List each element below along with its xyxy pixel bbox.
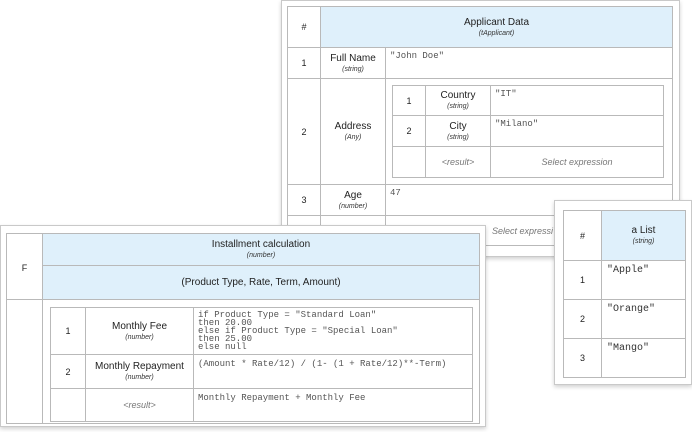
function-parameters[interactable]: (Product Type, Rate, Term, Amount) [42,265,480,300]
function-kind-label: F [21,262,28,273]
entry-type-label: (number) [125,374,154,381]
row-number: 1 [287,47,321,79]
a-list-type: (string) [632,238,655,245]
row-number: 2 [563,299,602,339]
entry-type-label: (string) [447,103,469,110]
entry-name-country[interactable]: Country (string) [425,85,491,116]
result-label: <result> [85,388,194,422]
city-expression[interactable]: "Milano" [490,115,664,147]
installment-title: Installment calculation [211,239,311,250]
applicant-data-type: (tApplicant) [478,29,515,37]
row-number: 1 [563,260,602,300]
empty-cell [6,299,43,424]
entry-name-label: City [449,120,467,132]
expression-line: else if Product Type = "Special Loan" [198,326,398,336]
context-entries-table: 1 Monthly Fee (number) if Product Type =… [50,307,473,422]
address-context-cell: 1 Country (string) "IT" 2 City (string) [384,78,674,185]
expression-line: then 20.00 [198,318,253,328]
country-expression[interactable]: "IT" [490,85,664,116]
full-name-expression[interactable]: "John Doe" [384,47,674,79]
applicant-data-title: Applicant Data [463,16,530,28]
entry-name-label: Age [344,189,362,201]
installment-function-table: F Installment calculation (number) (Prod… [6,233,480,424]
row-number: 3 [287,184,321,216]
applicant-data-panel: # Applicant Data (tApplicant) 1 Full Nam… [281,0,680,257]
row-number: 2 [392,115,426,147]
entry-type-label: (number) [338,202,368,210]
row-number: 2 [50,354,86,389]
entry-name-city[interactable]: City (string) [425,115,491,147]
installment-type: (number) [246,252,276,259]
entry-name-label: Monthly Repayment [95,361,184,372]
monthly-repayment-expression[interactable]: (Amount * Rate/12) / (1- (1 + Rate/12)**… [193,354,473,389]
entry-type-label: (string) [342,65,364,73]
address-context-table: 1 Country (string) "IT" 2 City (string) [392,85,664,178]
expression-line: if Product Type = "Standard Loan" [198,310,377,320]
list-item-expression[interactable]: "Mango" [601,338,686,378]
row-number-header: # [287,6,321,48]
entry-name-address[interactable]: Address (Any) [320,78,386,185]
entry-name-label: Monthly Fee [111,320,168,332]
list-item-expression[interactable]: "Apple" [601,260,686,300]
entry-name-age[interactable]: Age (number) [320,184,386,216]
applicant-data-table: # Applicant Data (tApplicant) 1 Full Nam… [287,6,674,246]
result-expression[interactable]: Monthly Repayment + Monthly Fee [193,388,473,422]
entry-type-label: (Any) [344,134,362,141]
entry-name-monthly-repayment[interactable]: Monthly Repayment (number) [85,354,194,389]
entry-name-label: Full Name [330,52,376,64]
row-number: 2 [287,78,321,185]
empty-cell [392,146,426,178]
entry-name-label: Address [334,121,372,132]
empty-cell [50,388,86,422]
a-list-header[interactable]: a List (string) [601,210,686,261]
installment-header[interactable]: Installment calculation (number) [42,233,480,266]
row-number: 1 [392,85,426,116]
applicant-data-header[interactable]: Applicant Data (tApplicant) [319,6,674,48]
function-body-cell: 1 Monthly Fee (number) if Product Type =… [42,299,480,424]
monthly-fee-expression[interactable]: if Product Type = "Standard Loan" then 2… [193,307,473,355]
function-kind-cell[interactable]: F [6,233,43,300]
entry-type-label: (number) [125,333,154,341]
entry-name-monthly-fee[interactable]: Monthly Fee (number) [85,307,194,355]
expression-line: else null [198,342,247,352]
parameters-label: (Product Type, Rate, Term, Amount) [181,276,341,288]
entry-name-label: Country [440,90,476,101]
result-label: <result> [425,146,491,178]
a-list-panel: # a List (string) 1 "Apple" 2 "Orange" 3… [554,200,692,385]
select-expression-label: Select expressi [492,225,554,236]
a-list-table: # a List (string) 1 "Apple" 2 "Orange" 3… [563,210,686,378]
row-number: 3 [563,338,602,378]
expression-line: then 25.00 [198,334,253,344]
row-number: 1 [50,307,86,355]
installment-calculation-panel: F Installment calculation (number) (Prod… [0,225,486,427]
select-expression-cell[interactable]: Select expression [490,146,664,178]
a-list-title: a List [631,225,656,236]
entry-name-full-name[interactable]: Full Name (string) [320,47,386,79]
list-item-expression[interactable]: "Orange" [601,299,686,339]
row-number-header: # [563,210,602,261]
entry-type-label: (string) [447,133,469,141]
